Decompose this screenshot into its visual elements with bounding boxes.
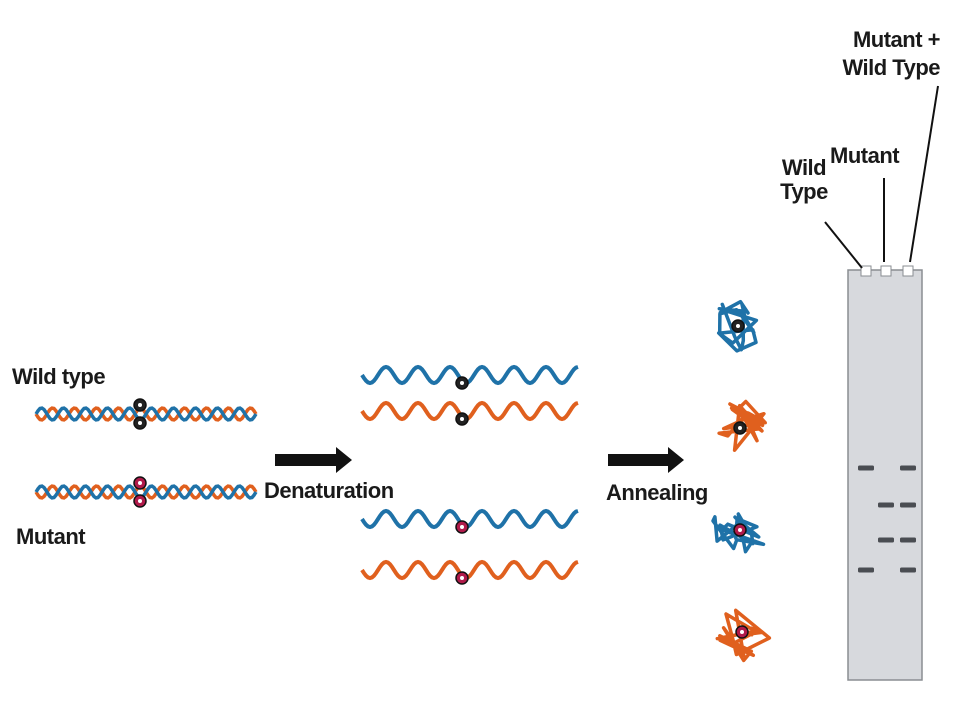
gel-well-3	[902, 265, 914, 277]
gel-well-1	[860, 265, 872, 277]
mutant-orange-fold	[715, 608, 772, 663]
mutant-blue-fold-strand	[711, 512, 766, 554]
wild-type-helix-base-bottom-center	[138, 421, 142, 425]
process-arrows	[275, 447, 684, 473]
mutant-orange-strand	[360, 559, 579, 585]
denaturation-label: Denaturation	[264, 478, 394, 503]
mutant-blue-strand-line	[360, 508, 579, 530]
gel-well-2	[880, 265, 892, 277]
mutant-blue-strand-base-center	[460, 525, 464, 529]
gel-band-lane3-3	[900, 537, 916, 543]
gel-band-lane2-2	[878, 502, 894, 508]
gel-slab	[847, 269, 923, 681]
wild-type-orange-strand-line	[360, 400, 579, 422]
mutant-orange-strand-line	[360, 559, 579, 581]
gel-wild-type-label: Wild Type	[774, 156, 834, 204]
wild-type-orange-fold-strand	[717, 399, 767, 452]
gel-band-lane1-4	[858, 567, 874, 573]
wild-type-blue-strand-base-center	[460, 381, 464, 385]
wild-type-blue-fold	[716, 299, 759, 353]
wild-type-orange-fold-base-center	[738, 426, 742, 430]
gel-band-lane3-2	[900, 502, 916, 508]
mutant-helix-base-top-center	[138, 481, 142, 485]
gel-band-lane1-1	[858, 465, 874, 471]
gel-band-lane2-3	[878, 537, 894, 543]
gel-band-lane3-4	[900, 567, 916, 573]
mutant-helix-base-bottom-center	[138, 499, 142, 503]
gel-wild-type-label-line2: Type	[780, 179, 828, 204]
gel-mix-label-line1: Mutant +	[852, 27, 941, 52]
mutant-orange-strand-base-center	[460, 576, 464, 580]
wild-type-orange-strand	[360, 400, 579, 426]
mutant-orange-fold-base-center	[740, 630, 744, 634]
wild-type-blue-strand	[360, 364, 579, 390]
lane-pointers	[824, 85, 939, 269]
wild-type-orange-strand-base-center	[460, 417, 464, 421]
wild-type-helix-blue-strand	[34, 406, 258, 422]
wild-type-label: Wild type	[12, 364, 106, 389]
annealing-label: Annealing	[606, 480, 708, 505]
gel-mutant-label: Mutant	[830, 143, 900, 168]
wild-type-helix-base-top-center	[138, 403, 142, 407]
mutant-label: Mutant	[16, 524, 86, 549]
wild-type-orange-fold	[717, 399, 767, 452]
folded-conformations	[711, 299, 772, 663]
gel-mix-label: Mutant + Wild Type	[836, 26, 940, 82]
wild-type-pointer	[824, 221, 863, 269]
denaturation-arrow	[275, 447, 352, 473]
mutant-blue-strand	[360, 508, 579, 534]
gel-wild-type-label-line1: Wild	[781, 155, 827, 180]
mutant-helix	[34, 476, 258, 508]
wild-type-blue-fold-base-center	[736, 324, 740, 328]
gel-mix-label-line2: Wild Type	[842, 55, 940, 80]
gel-band-lane3-1	[900, 465, 916, 471]
single-stranded-dna	[360, 364, 579, 585]
mutant-blue-fold-base-center	[738, 528, 742, 532]
mix-pointer	[909, 85, 939, 263]
mutant-blue-fold	[711, 512, 766, 554]
mutant-helix-blue-strand	[34, 484, 258, 500]
gel	[847, 265, 923, 681]
wild-type-blue-strand-line	[360, 364, 579, 386]
annealing-arrow	[608, 447, 684, 473]
double-stranded-dna	[34, 398, 258, 508]
mutant-orange-fold-strand	[715, 608, 772, 663]
wild-type-helix	[34, 398, 258, 430]
